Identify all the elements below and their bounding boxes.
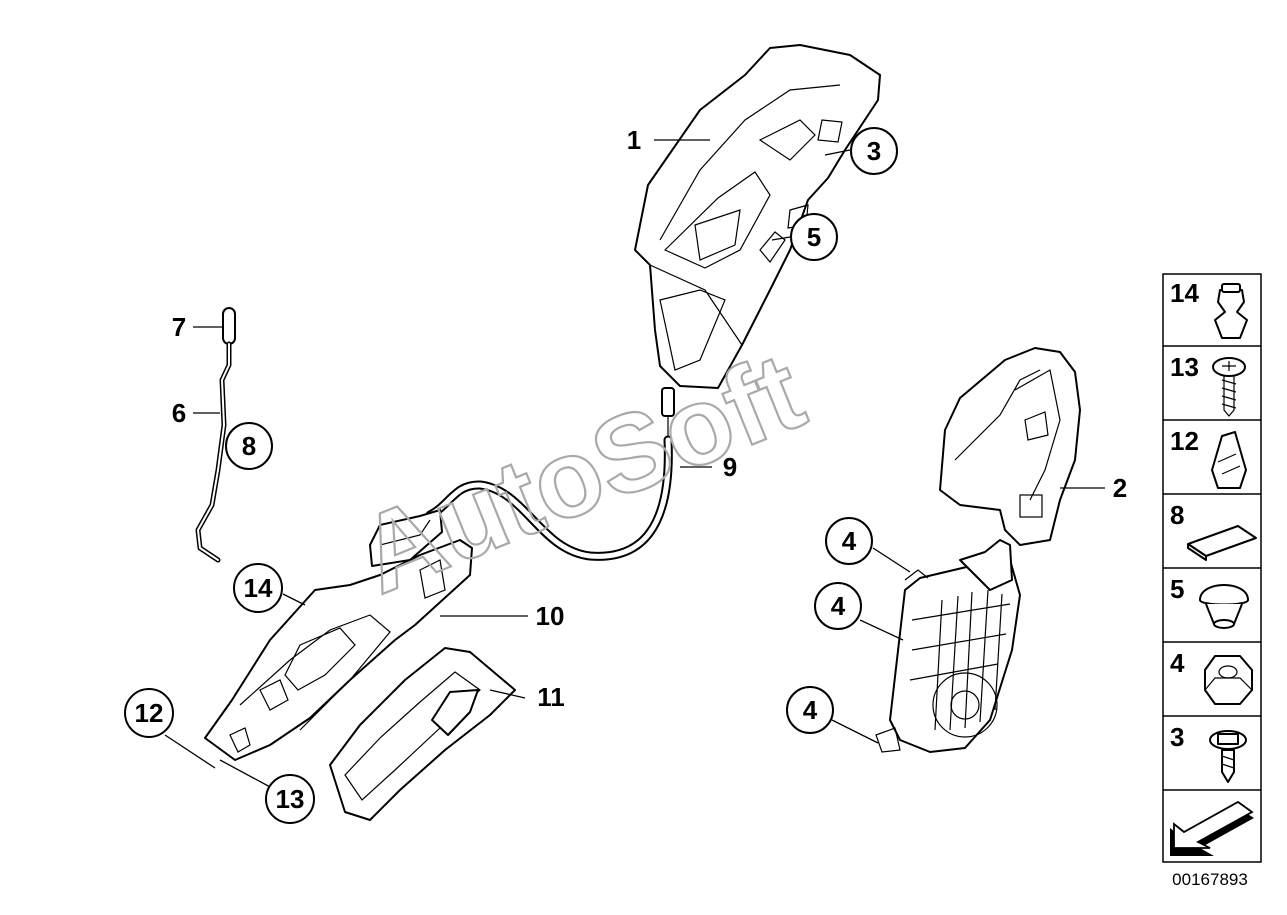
legend-label-4: 4 <box>1170 648 1185 678</box>
callout-14: 14 <box>244 573 273 603</box>
rubber-buffer-icon <box>1199 584 1249 629</box>
foam-pad-icon <box>1187 525 1257 561</box>
legend-label-12: 12 <box>1170 426 1199 456</box>
expanding-clip-icon <box>1214 283 1248 339</box>
actuator-motor <box>875 539 1021 753</box>
legend-label-13: 13 <box>1170 352 1199 382</box>
part-9-cable <box>369 387 675 567</box>
direction-arrow-icon <box>1170 800 1254 856</box>
flange-screw-icon <box>1209 730 1247 783</box>
callout-8: 8 <box>242 431 256 461</box>
part-1-lock-housing <box>634 44 881 389</box>
callout-7: 7 <box>172 312 186 342</box>
callout-6: 6 <box>172 398 186 428</box>
callouts: 1 2 6 7 9 10 11 3 4 4 4 5 8 12 13 14 <box>124 125 1127 824</box>
hex-nut-icon <box>1204 655 1253 705</box>
callout-2: 2 <box>1113 473 1127 503</box>
callout-4a: 4 <box>842 526 857 556</box>
legend-label-8: 8 <box>1170 500 1184 530</box>
callout-4c: 4 <box>803 695 818 725</box>
part-10-handle-carrier <box>204 539 473 761</box>
callout-1: 1 <box>627 125 641 155</box>
callout-4b: 4 <box>831 591 846 621</box>
callout-3: 3 <box>867 136 881 166</box>
legend-label-5: 5 <box>1170 574 1184 604</box>
callout-5: 5 <box>807 222 821 252</box>
clip-nut-icon <box>1211 431 1247 489</box>
screw-with-washer-icon <box>1212 357 1246 417</box>
callout-13: 13 <box>276 784 305 814</box>
callout-11: 11 <box>537 682 565 712</box>
callout-10: 10 <box>536 601 565 631</box>
part-11-handle-cover <box>329 647 516 821</box>
watermark: AutoSoft <box>343 329 820 617</box>
part-6-7-rod <box>195 307 236 563</box>
part-2-lock-mechanism <box>939 347 1081 546</box>
callout-12: 12 <box>135 698 164 728</box>
legend-label-3: 3 <box>1170 722 1184 752</box>
leader-lines <box>164 139 1105 789</box>
reference-number: 00167893 <box>1172 870 1248 889</box>
legend-panel: 14 13 12 8 5 <box>1162 273 1262 863</box>
callout-9: 9 <box>723 452 737 482</box>
legend-label-14: 14 <box>1170 278 1199 308</box>
